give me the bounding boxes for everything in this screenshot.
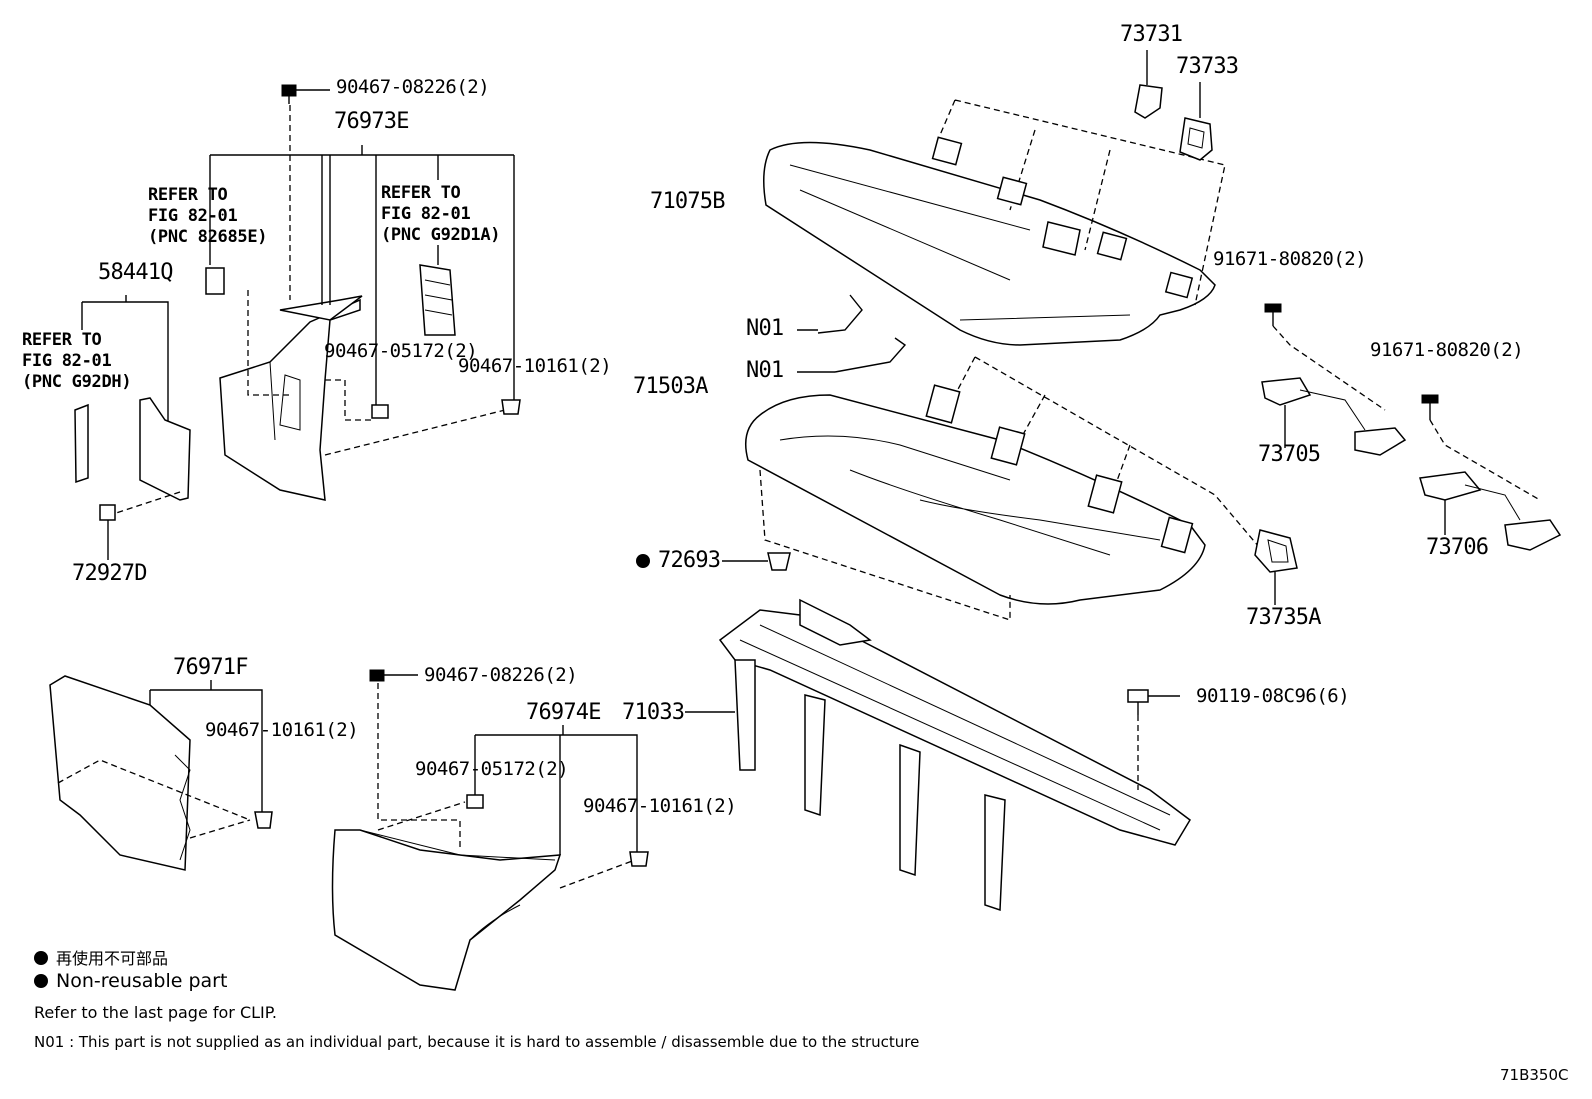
- callout-90467-10161-bot: 90467-10161(2): [583, 795, 737, 817]
- callout-91671-a: 91671-80820(2): [1213, 248, 1367, 270]
- bracket-73705: [1261, 303, 1407, 456]
- callout-73733: 73733: [1176, 54, 1239, 79]
- callout-76974E: 76974E: [526, 700, 601, 725]
- legend-jp: 再使用不可部品: [34, 945, 168, 969]
- callout-73705: 73705: [1258, 442, 1321, 467]
- clip-72693: [722, 552, 791, 571]
- callout-90467-08226-bot: 90467-08226(2): [424, 664, 578, 686]
- side-trim-76974E: [331, 669, 649, 991]
- callout-90467-05172-bot: 90467-05172(2): [415, 758, 569, 780]
- seat-cushion-assembly: [745, 356, 1271, 621]
- callout-72693-text: 72693: [658, 548, 721, 573]
- callout-72693: 72693: [636, 548, 721, 573]
- callout-71033: 71033: [622, 700, 685, 725]
- legend-en: Non-reusable part: [34, 970, 227, 992]
- legend-dot-jp: [34, 951, 48, 965]
- bracket-73735A: [1254, 529, 1298, 605]
- seat-back-assembly: [763, 99, 1226, 346]
- callout-90467-08226-top: 90467-08226(2): [336, 76, 490, 98]
- wire-n01-b: [797, 337, 907, 373]
- callout-71075B: 71075B: [650, 189, 725, 214]
- wire-n01-a: [797, 294, 863, 334]
- side-panel-76971F: [49, 675, 273, 871]
- callout-73731: 73731: [1120, 22, 1183, 47]
- callout-71503A: 71503A: [633, 374, 708, 399]
- note-n01: N01 : This part is not supplied as an in…: [34, 1033, 920, 1051]
- legend-dot-en: [34, 974, 48, 988]
- callout-n01-b: N01: [746, 358, 784, 383]
- callout-n01-a: N01: [746, 316, 784, 341]
- refer-82685E: REFER TO FIG 82-01 (PNC 82685E): [148, 185, 268, 247]
- callout-73735A: 73735A: [1246, 605, 1321, 630]
- legend-jp-text: 再使用不可部品: [56, 949, 169, 968]
- note-clip: Refer to the last page for CLIP.: [34, 1003, 277, 1022]
- clip-73731: [1134, 50, 1163, 119]
- callout-58441Q: 58441Q: [98, 260, 173, 285]
- callout-90467-05172-top: 90467-05172(2): [324, 340, 478, 362]
- legend-en-text: Non-reusable part: [56, 970, 228, 992]
- seat-frame-71033: [685, 598, 1191, 912]
- callout-73706: 73706: [1426, 535, 1489, 560]
- callout-90119: 90119-08C96(6): [1196, 685, 1350, 707]
- clip-73733: [1179, 82, 1213, 161]
- callout-90467-10161-top: 90467-10161(2): [458, 355, 612, 377]
- callout-76973E: 76973E: [334, 109, 409, 134]
- non-reusable-dot: [636, 554, 650, 568]
- figure-code: 71B350C: [1500, 1066, 1569, 1084]
- refer-G92DH: REFER TO FIG 82-01 (PNC G92DH): [22, 330, 132, 392]
- panel-58441Q: [74, 295, 191, 560]
- callout-76971F: 76971F: [173, 655, 248, 680]
- refer-G92D1A: REFER TO FIG 82-01 (PNC G92D1A): [381, 183, 501, 245]
- bolt-90119: [1127, 689, 1180, 790]
- side-trim-76973E: [205, 84, 521, 501]
- callout-91671-b: 91671-80820(2): [1370, 339, 1524, 361]
- callout-90467-10161-left: 90467-10161(2): [205, 719, 359, 741]
- bracket-73706: [1419, 394, 1562, 551]
- callout-72927D: 72927D: [72, 561, 147, 586]
